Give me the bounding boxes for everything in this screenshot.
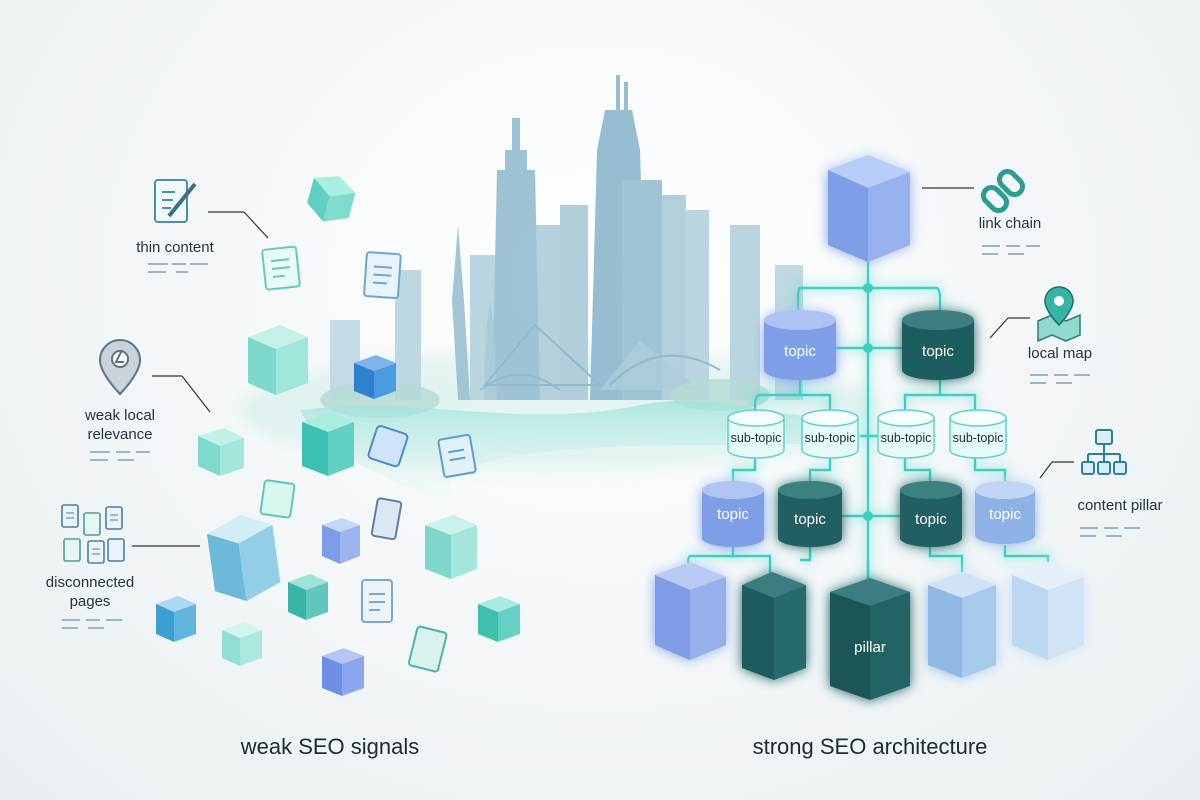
caption-strong-seo-architecture: strong SEO architecture — [752, 734, 988, 759]
topic-label-3: topic — [717, 506, 749, 523]
sub-topic-nodes — [727, 409, 1007, 459]
topic-node-4 — [778, 481, 842, 547]
documents-icon — [61, 504, 125, 564]
sub-topic-label-2: sub-topic — [805, 431, 856, 445]
callout-thin-content: thin content — [136, 239, 214, 256]
topic-label-5: topic — [915, 511, 947, 528]
connector-dots — [863, 283, 873, 521]
callout-content-pillar: content pillar — [1077, 497, 1163, 514]
topic-label-6: topic — [989, 506, 1021, 523]
location-map-icon — [1037, 286, 1081, 343]
topic-label-2: topic — [922, 343, 954, 360]
caption-weak-seo-signals: weak SEO signals — [240, 734, 420, 759]
sub-topic-label-3: sub-topic — [881, 431, 932, 445]
callout-link-chain: link chain — [978, 215, 1042, 232]
placeholder-lines — [148, 263, 208, 273]
architecture-connectors — [686, 262, 1050, 585]
sub-topic-label-4: sub-topic — [953, 431, 1004, 445]
foundation-blocks — [655, 562, 1084, 700]
callout-disconnected-pages: disconnected pages — [45, 574, 135, 610]
topic-node-1 — [764, 310, 836, 380]
scattered-pages — [156, 176, 520, 696]
topic-label-4: topic — [794, 511, 826, 528]
node-labels: topic topic sub-topic sub-topic sub-topi… — [717, 343, 1021, 656]
pencil-document-icon — [154, 179, 197, 223]
topic-node-5 — [900, 481, 962, 547]
callout-weak-local-relevance: weak local relevance — [84, 407, 156, 443]
sub-topic-label-1: sub-topic — [731, 431, 782, 445]
hierarchy-icon — [1081, 429, 1127, 475]
river — [300, 400, 860, 510]
link-chain-icon — [980, 168, 1026, 214]
topic-node-6 — [975, 481, 1035, 544]
topic-node-2 — [902, 310, 974, 380]
map-pin-icon — [98, 338, 142, 396]
pillar-label: pillar — [854, 639, 886, 656]
root-block — [828, 155, 910, 262]
callout-local-map: local map — [1027, 345, 1093, 362]
topic-node-3 — [702, 481, 764, 547]
topic-label-1: topic — [784, 343, 816, 360]
